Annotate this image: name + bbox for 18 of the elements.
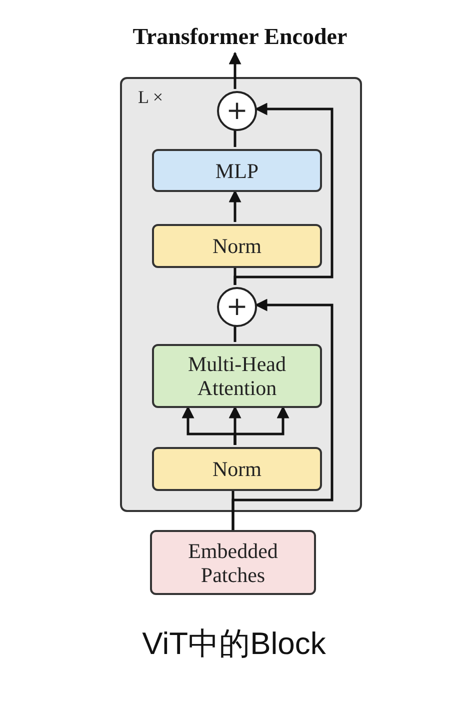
caption: ViT中的Block [141,625,327,663]
add-circle: + [217,91,257,131]
arrow [228,52,242,89]
process-box: Norm [152,224,322,268]
arrow [234,102,334,285]
process-box: Multi-Head Attention [152,344,322,408]
arrow [234,406,290,445]
process-box: MLP [152,149,322,192]
heading: Transformer Encoder [100,22,380,52]
add-circle: + [217,287,257,327]
process-box: Norm [152,447,322,491]
block-frame [120,77,362,512]
arrow [232,298,334,530]
process-box: Embedded Patches [150,530,316,595]
repeat-label: L × [138,87,163,107]
connector-line [234,326,236,342]
connector-line [234,130,236,147]
arrow [228,190,242,222]
